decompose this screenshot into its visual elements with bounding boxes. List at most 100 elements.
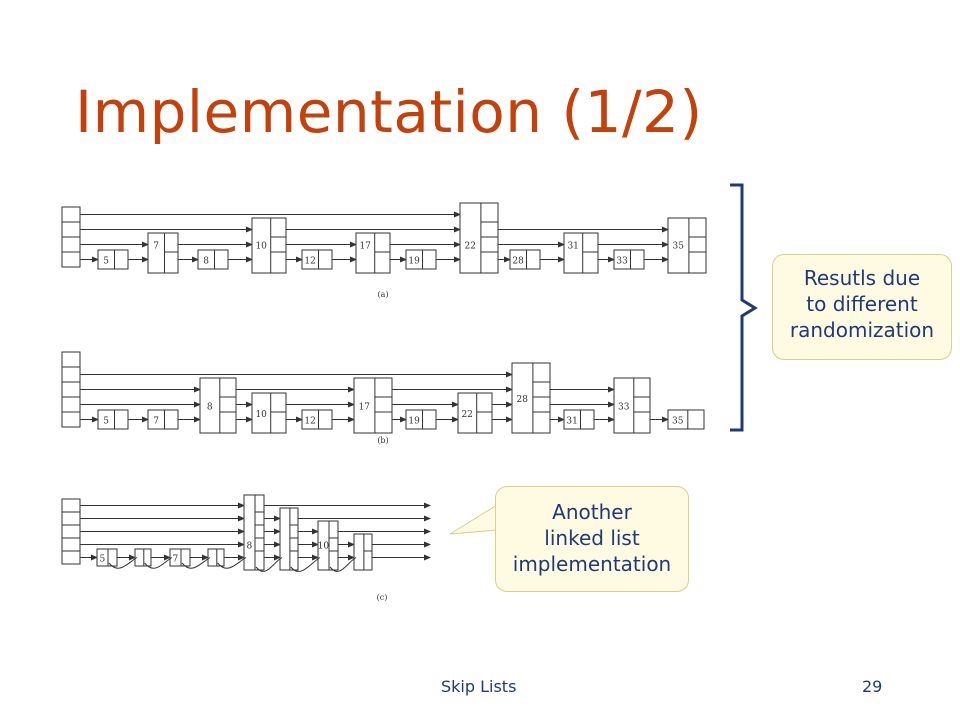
list-node: 33 [613,377,651,434]
list-node [207,548,225,567]
node-key: 10 [255,410,267,420]
panel-caption: (c) [377,593,388,602]
node-box [353,377,393,434]
node-box [613,249,645,270]
node-connector [255,557,283,572]
node-key: 5 [100,555,106,565]
node-key: 7 [173,555,179,565]
node-key: 35 [673,242,685,252]
brace-shape [730,183,758,432]
list-node [279,507,299,571]
node-key: 33 [616,257,628,267]
list-node: 35 [667,409,705,430]
list-node: 12 [301,249,333,270]
list-node: 28 [511,362,551,434]
node-box [563,232,599,274]
node-key: 17 [359,403,371,413]
node-connector [217,557,247,569]
skip-list-panel-3: 5 7 8 10 (c) [61,494,431,602]
callout-line: to different [806,292,918,316]
node-key: 22 [465,242,476,252]
callout-line: linked list [544,526,640,550]
node-key: 10 [318,542,330,552]
list-node: 5 [96,548,118,567]
node-box [97,249,129,270]
node-box [509,249,541,270]
callout-linked-list: Another linked list implementation [495,486,689,592]
list-node: 10 [317,520,339,571]
node-connector [290,557,321,572]
node-box [301,249,333,270]
callout-line: implementation [512,552,672,576]
panel-caption: (a) [377,290,388,299]
node-box [405,249,437,270]
list-node: 22 [457,392,493,434]
list-node: 7 [147,232,179,274]
node-key: 33 [618,403,630,413]
list-node [353,533,373,571]
list-node: 10 [251,217,287,274]
node-box [251,392,287,434]
list-node: 19 [405,249,437,270]
node-key: 19 [408,417,420,427]
panel-caption: (b) [377,436,388,445]
list-node: 12 [301,409,333,430]
node-box [457,392,493,434]
node-key: 8 [203,257,209,267]
node-box [199,377,237,434]
node-box [613,377,651,434]
list-node: 28 [509,249,541,270]
node-key: 28 [512,257,524,267]
node-key: 12 [304,257,315,267]
node-box [301,409,333,430]
node-box [405,409,437,430]
callout-line: randomization [789,318,935,342]
node-box [251,217,287,274]
node-key: 5 [103,417,109,427]
node-key: 12 [304,417,315,427]
callout-line: Another [552,500,632,524]
node-key: 10 [255,242,267,252]
list-node: 31 [563,232,599,274]
node-box [97,409,129,430]
node-key: 17 [359,242,371,252]
node-box [197,249,229,270]
callout-randomization: Resutls due to different randomization [772,254,952,360]
page-number: 29 [862,677,883,696]
list-node: 17 [355,232,391,274]
node-box [207,548,225,567]
node-key: 7 [153,417,159,427]
list-node: 7 [169,548,191,567]
node-key: 8 [207,403,213,413]
list-node: 31 [563,409,595,430]
node-box [96,548,118,567]
list-node: 35 [667,217,707,274]
node-box [563,409,595,430]
node-key: 31 [566,417,577,427]
callout-line: Resutls due [803,266,921,290]
node-key: 31 [567,242,578,252]
node-key: 19 [408,257,420,267]
list-node: 17 [353,377,393,434]
list-node: 7 [147,409,179,430]
node-connector [329,557,357,572]
list-node: 10 [251,392,287,434]
node-key: 28 [517,395,529,405]
node-box [279,507,299,571]
node-key: 22 [461,410,472,420]
node-box [353,533,373,571]
slide-title: Implementation (1/2) [75,78,703,146]
list-node: 8 [199,377,237,434]
node-box [169,548,191,567]
node-connector [181,557,211,569]
node-key: 8 [247,542,253,552]
node-box [134,548,152,567]
node-connector [144,557,173,569]
footer-title: Skip Lists [441,677,517,696]
list-node: 8 [197,249,229,270]
node-box [511,362,551,434]
list-node: 33 [613,249,645,270]
